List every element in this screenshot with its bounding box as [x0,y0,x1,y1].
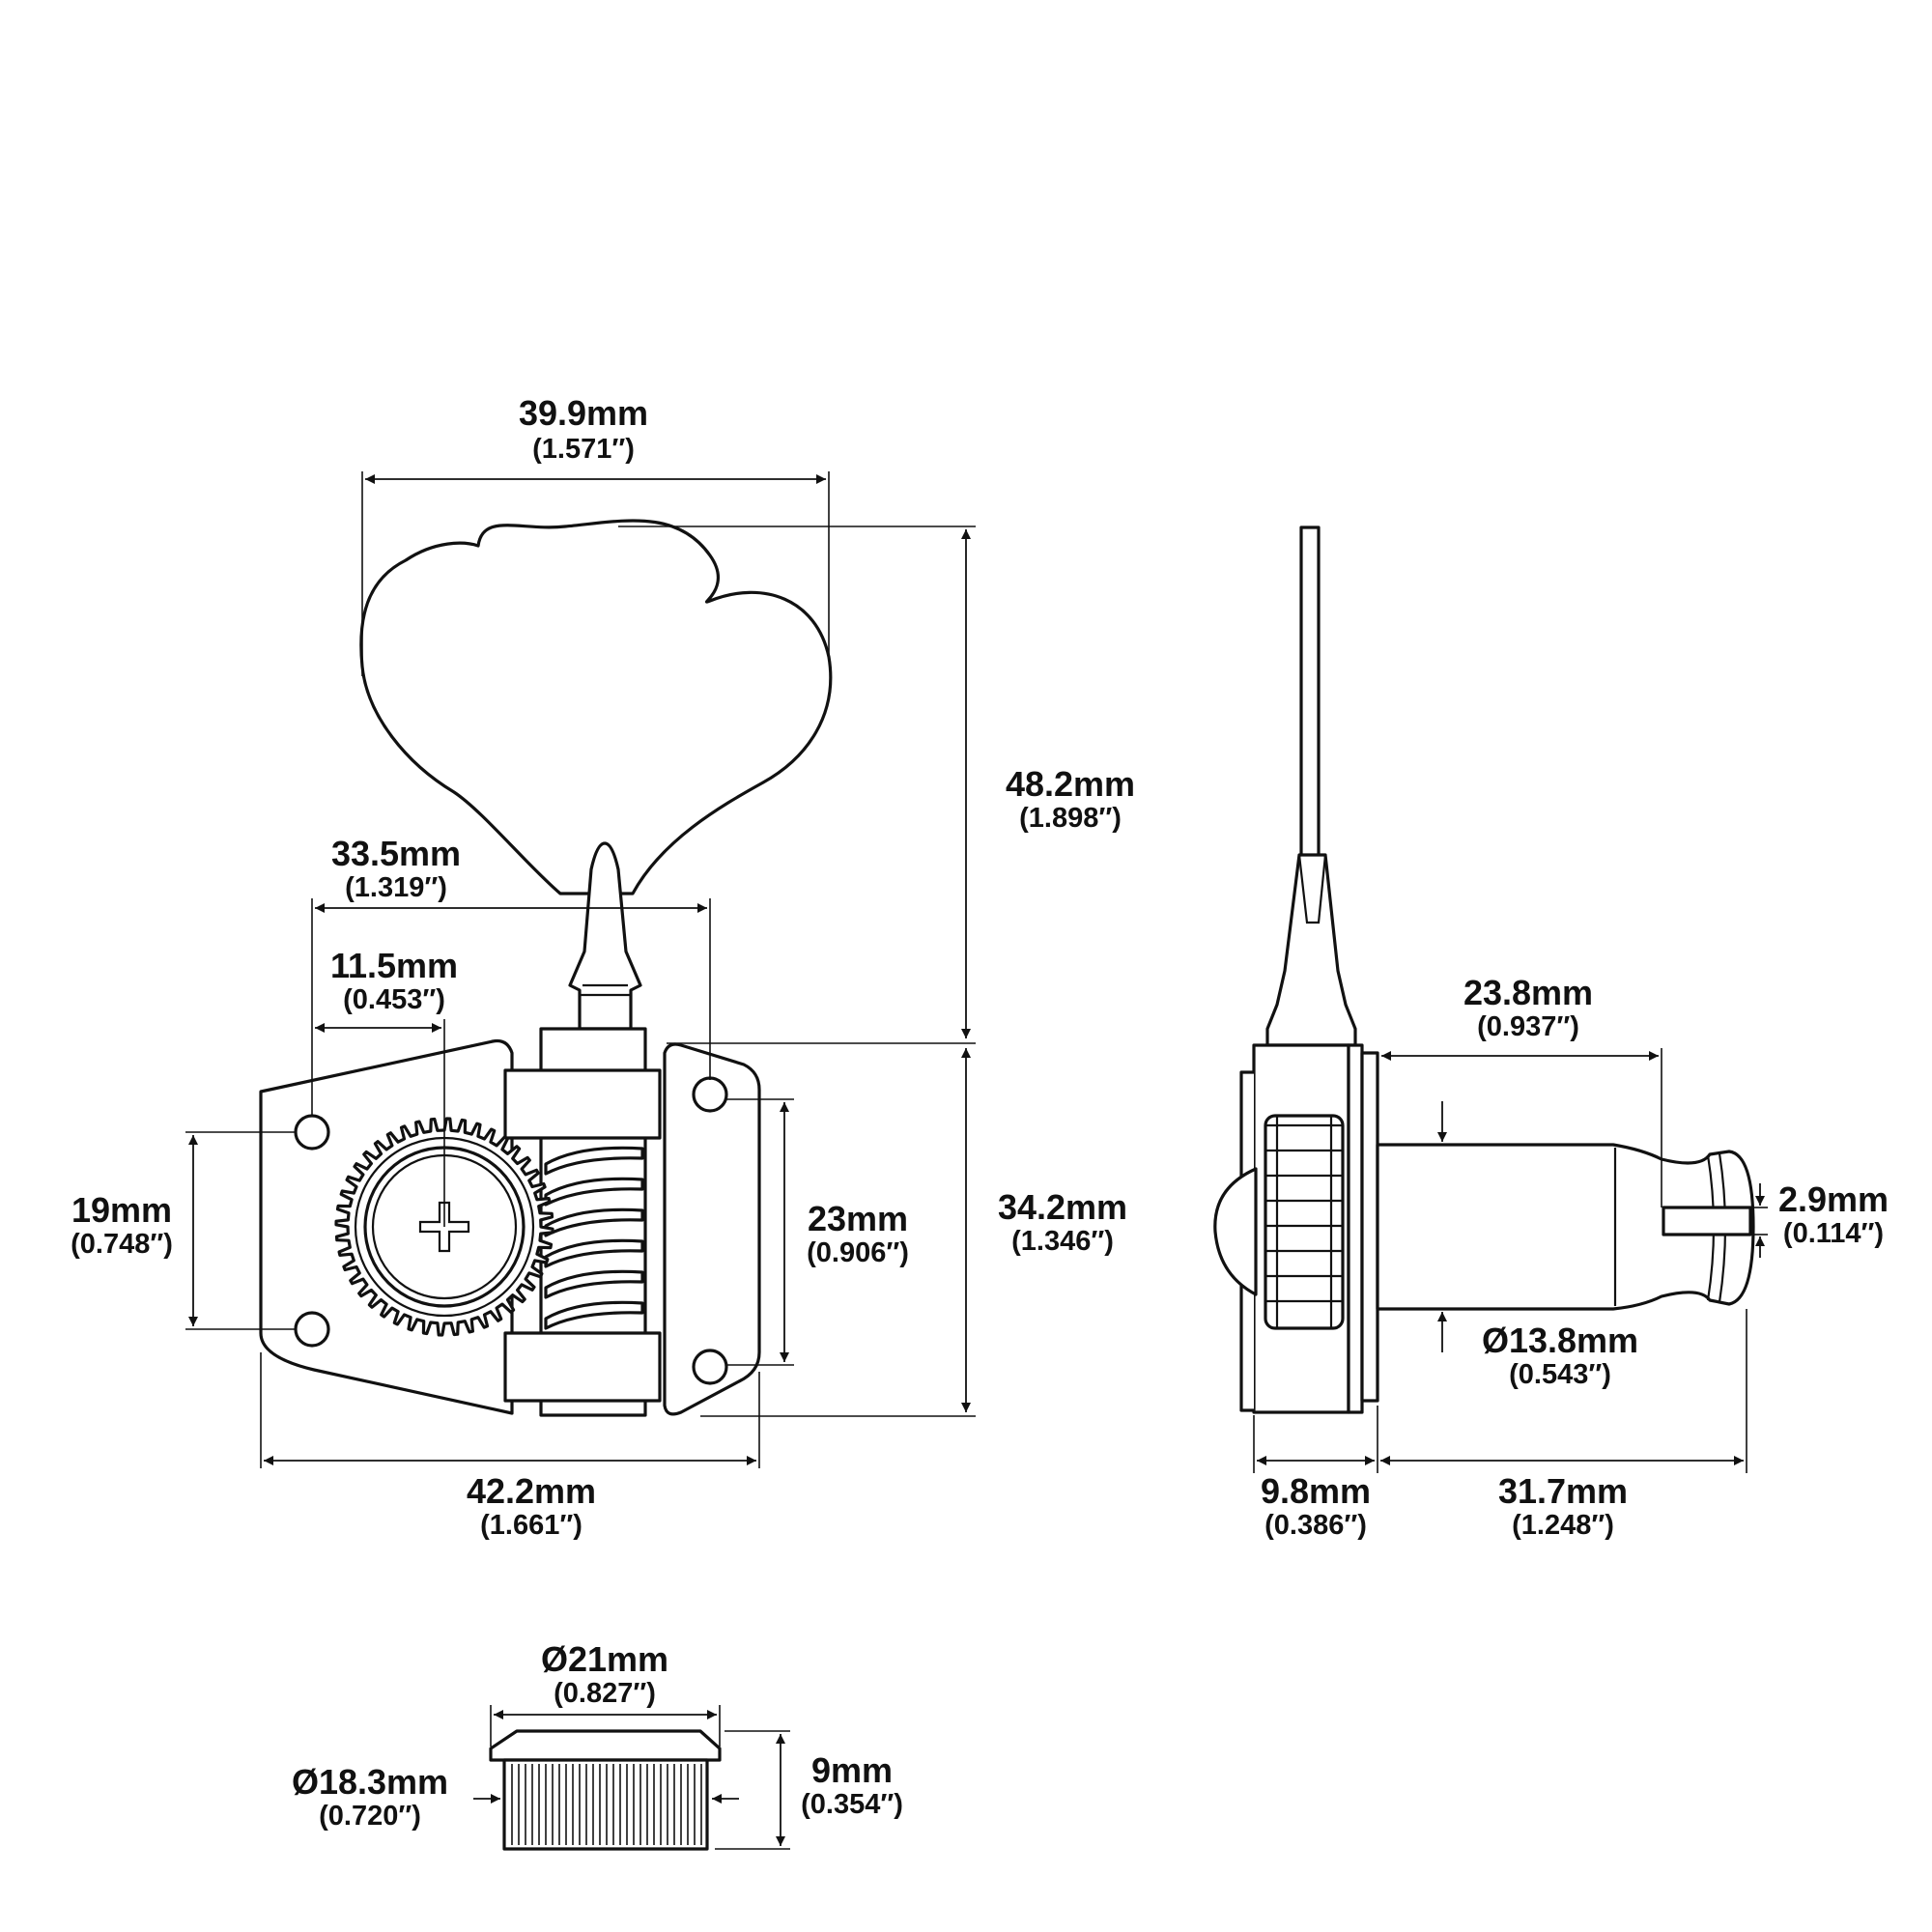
hole-to-post-mm: 11.5mm [330,946,458,985]
mounting-hole-bottom-right [692,1349,728,1385]
tuner-button [359,519,833,895]
post-diameter-mm: Ø13.8mm [1482,1321,1638,1360]
bushing-body-inch: (0.720″) [319,1801,421,1832]
button-width-mm: 39.9mm [519,393,648,433]
front-view-drawing [259,519,833,1417]
button-height-mm: 48.2mm [1006,764,1135,804]
side-view-drawing [1213,526,1755,1414]
string-slot [1662,1206,1752,1236]
bushing-flange-inch: (0.827″) [554,1678,656,1709]
hole-spacing-inch: (1.319″) [345,872,447,903]
base-plate-right-ear [663,1042,761,1416]
bushing-flange [489,1729,722,1762]
post-overall-mm: 31.7mm [1498,1471,1628,1511]
plate-height-inch: (1.346″) [1011,1226,1114,1257]
button-height-inch: (1.898″) [1019,803,1122,834]
plate-height-mm: 34.2mm [998,1187,1127,1227]
bushing-body-mm: Ø18.3mm [292,1762,448,1802]
slot-width-mm: 2.9mm [1778,1179,1889,1219]
bushing-dimensions [473,1705,790,1850]
side-gear-teeth [1265,1116,1343,1328]
bushing-knurl [511,1764,702,1845]
bushing-flange-mm: Ø21mm [541,1639,668,1679]
front-view-dimensions [185,471,976,1468]
button-width-inch: (1.571″) [532,434,635,465]
plate-width-inch: (1.661″) [480,1510,582,1541]
hole-spacing-mm: 33.5mm [331,834,461,873]
bushing-drawing [489,1729,722,1851]
right-holes-inch: (0.906″) [807,1237,909,1268]
worm-gear [544,1146,644,1330]
dimension-labels: 39.9mm (1.571″) 48.2mm (1.898″) 33.5mm (… [71,393,1889,1832]
post-diameter-inch: (0.543″) [1509,1359,1611,1390]
left-holes-mm: 19mm [71,1190,172,1230]
side-shaft [1265,853,1357,1047]
tuner-shaft [568,841,642,1031]
post-overall-inch: (1.248″) [1512,1510,1614,1541]
mounting-hole-bottom-left [294,1311,330,1348]
screw-icon [418,1201,470,1253]
right-holes-mm: 23mm [808,1199,908,1238]
post-length-mm: 23.8mm [1463,973,1593,1012]
bushing-height-mm: 9mm [811,1750,893,1790]
side-view-dimensions [1253,1048,1768,1473]
mounting-hole-top-right [692,1076,728,1113]
body-depth-mm: 9.8mm [1261,1471,1371,1511]
bushing-body [502,1758,709,1851]
slot-width-inch: (0.114″) [1783,1218,1884,1249]
post-length-inch: (0.937″) [1477,1011,1579,1042]
plate-width-mm: 42.2mm [467,1471,596,1511]
mounting-hole-top-left [294,1114,330,1151]
body-depth-inch: (0.386″) [1264,1510,1367,1541]
bushing-height-inch: (0.354″) [801,1789,903,1820]
left-holes-inch: (0.748″) [71,1229,173,1260]
hole-to-post-inch: (0.453″) [343,984,445,1015]
